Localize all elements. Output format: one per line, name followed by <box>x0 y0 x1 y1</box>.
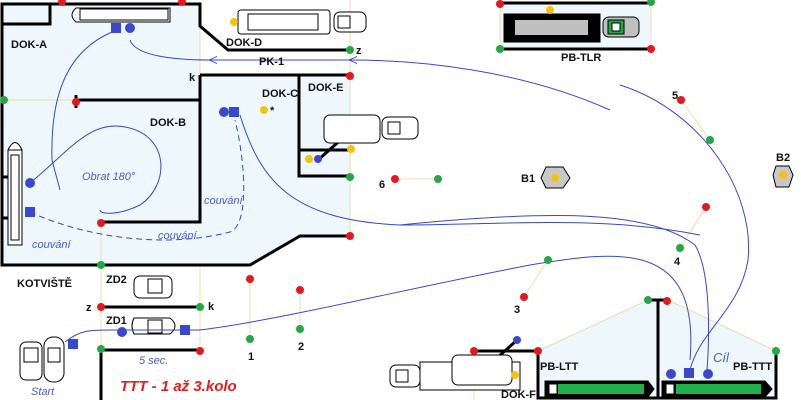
mark-k-dok-c: k <box>189 72 196 84</box>
star-mark: * <box>270 105 275 117</box>
path-obrat <box>29 125 162 214</box>
boat-start-2 <box>43 336 65 383</box>
water-areas <box>2 2 776 398</box>
path-back <box>619 84 750 371</box>
gate-3-label: 3 <box>514 304 520 316</box>
labels: DOK-A DOK-B DOK-C DOK-D DOK-E DOK-F KOTV… <box>11 37 790 400</box>
boat-dok-d <box>237 9 367 35</box>
label-kotviste: KOTVIŠTĚ <box>17 277 72 290</box>
note-cil: Cíl <box>713 350 730 365</box>
gate-5-label: 5 <box>672 90 678 102</box>
buoy-b1-label: B1 <box>521 173 535 185</box>
gate-6-label: 6 <box>379 179 385 191</box>
boats <box>7 7 773 398</box>
boat-pb-ttt <box>661 380 773 398</box>
path-couvani-1 <box>29 119 245 241</box>
pb-ltt-water <box>538 300 658 398</box>
square-kotviste <box>25 207 35 217</box>
dot-zd1 <box>117 327 127 337</box>
boat-kotviste-left <box>7 142 23 246</box>
path-to-finish-1 <box>399 214 710 371</box>
mark-z-dok-d: z <box>356 45 362 57</box>
start-square-dok-a <box>111 23 121 33</box>
mark-z-zd: z <box>86 302 92 314</box>
blue-markers <box>25 23 713 379</box>
boat-dok-f <box>389 354 521 391</box>
note-five-sec: 5 sec. <box>139 355 168 367</box>
label-dok-f: DOK-F <box>501 389 536 400</box>
note-couvani-1: couvání <box>204 195 243 207</box>
gate-4-label: 4 <box>674 256 681 268</box>
dot-dok-e <box>314 155 322 163</box>
label-pb-tlr: PB-TLR <box>561 52 601 64</box>
square-dok-c <box>229 107 239 117</box>
boat-zd2 <box>133 275 173 299</box>
label-pb-ltt: PB-LTT <box>540 361 579 373</box>
buoy-b2-label: B2 <box>776 152 790 164</box>
boat-zd1 <box>131 317 176 335</box>
path-pk1 <box>129 39 611 111</box>
walls <box>0 1 778 400</box>
course-title: TTT - 1 až 3.kolo <box>120 378 237 395</box>
hex-buoys <box>540 165 794 189</box>
label-dok-d: DOK-D <box>226 37 262 49</box>
note-couvani-2: couvání <box>158 230 197 242</box>
mark-k-zd: k <box>208 301 215 313</box>
buoy-b1 <box>540 166 571 189</box>
label-dok-e: DOK-E <box>308 82 343 94</box>
dok-a-top-wall <box>2 2 350 52</box>
buoy-b2 <box>772 165 794 188</box>
yellow-buoys <box>230 6 554 379</box>
dot-dok-c <box>219 107 229 117</box>
boat-dok-a <box>71 7 171 23</box>
boat-dok-e <box>323 114 419 144</box>
note-obrat: Obrat 180° <box>82 171 136 183</box>
dok-b-inner-wall <box>101 75 202 224</box>
label-dok-b: DOK-B <box>150 117 186 129</box>
label-zd1: ZD1 <box>106 315 127 327</box>
note-start: Start <box>31 386 55 398</box>
dot-dok-f <box>513 336 521 344</box>
boat-pb-ltt <box>544 380 655 398</box>
square-start <box>68 339 78 349</box>
label-dok-c: DOK-C <box>262 88 298 100</box>
dok-e-wall <box>297 76 350 178</box>
gate-dots <box>0 0 780 355</box>
label-zd2: ZD2 <box>106 274 127 286</box>
course-paths <box>29 31 750 371</box>
finish-square <box>684 368 694 378</box>
path-main <box>64 255 692 361</box>
label-dok-a: DOK-A <box>11 39 47 51</box>
finish-dot-2 <box>703 369 713 379</box>
gate-2-label: 2 <box>298 341 304 353</box>
square-zd1 <box>180 325 190 335</box>
main-basin-water <box>2 2 350 265</box>
boat-start-1 <box>19 341 43 381</box>
note-couvani-3: couvání <box>32 239 71 251</box>
finish-dot-1 <box>666 369 676 379</box>
label-pb-ttt: PB-TTT <box>733 361 772 373</box>
finish-dot-dok-a <box>125 23 135 33</box>
gate-1-label: 1 <box>248 351 254 363</box>
boat-pb-tlr <box>503 13 640 43</box>
path-dok-a-down <box>51 31 113 191</box>
dot-kotviste-1 <box>25 178 35 188</box>
label-pk1: PK-1 <box>259 56 284 68</box>
